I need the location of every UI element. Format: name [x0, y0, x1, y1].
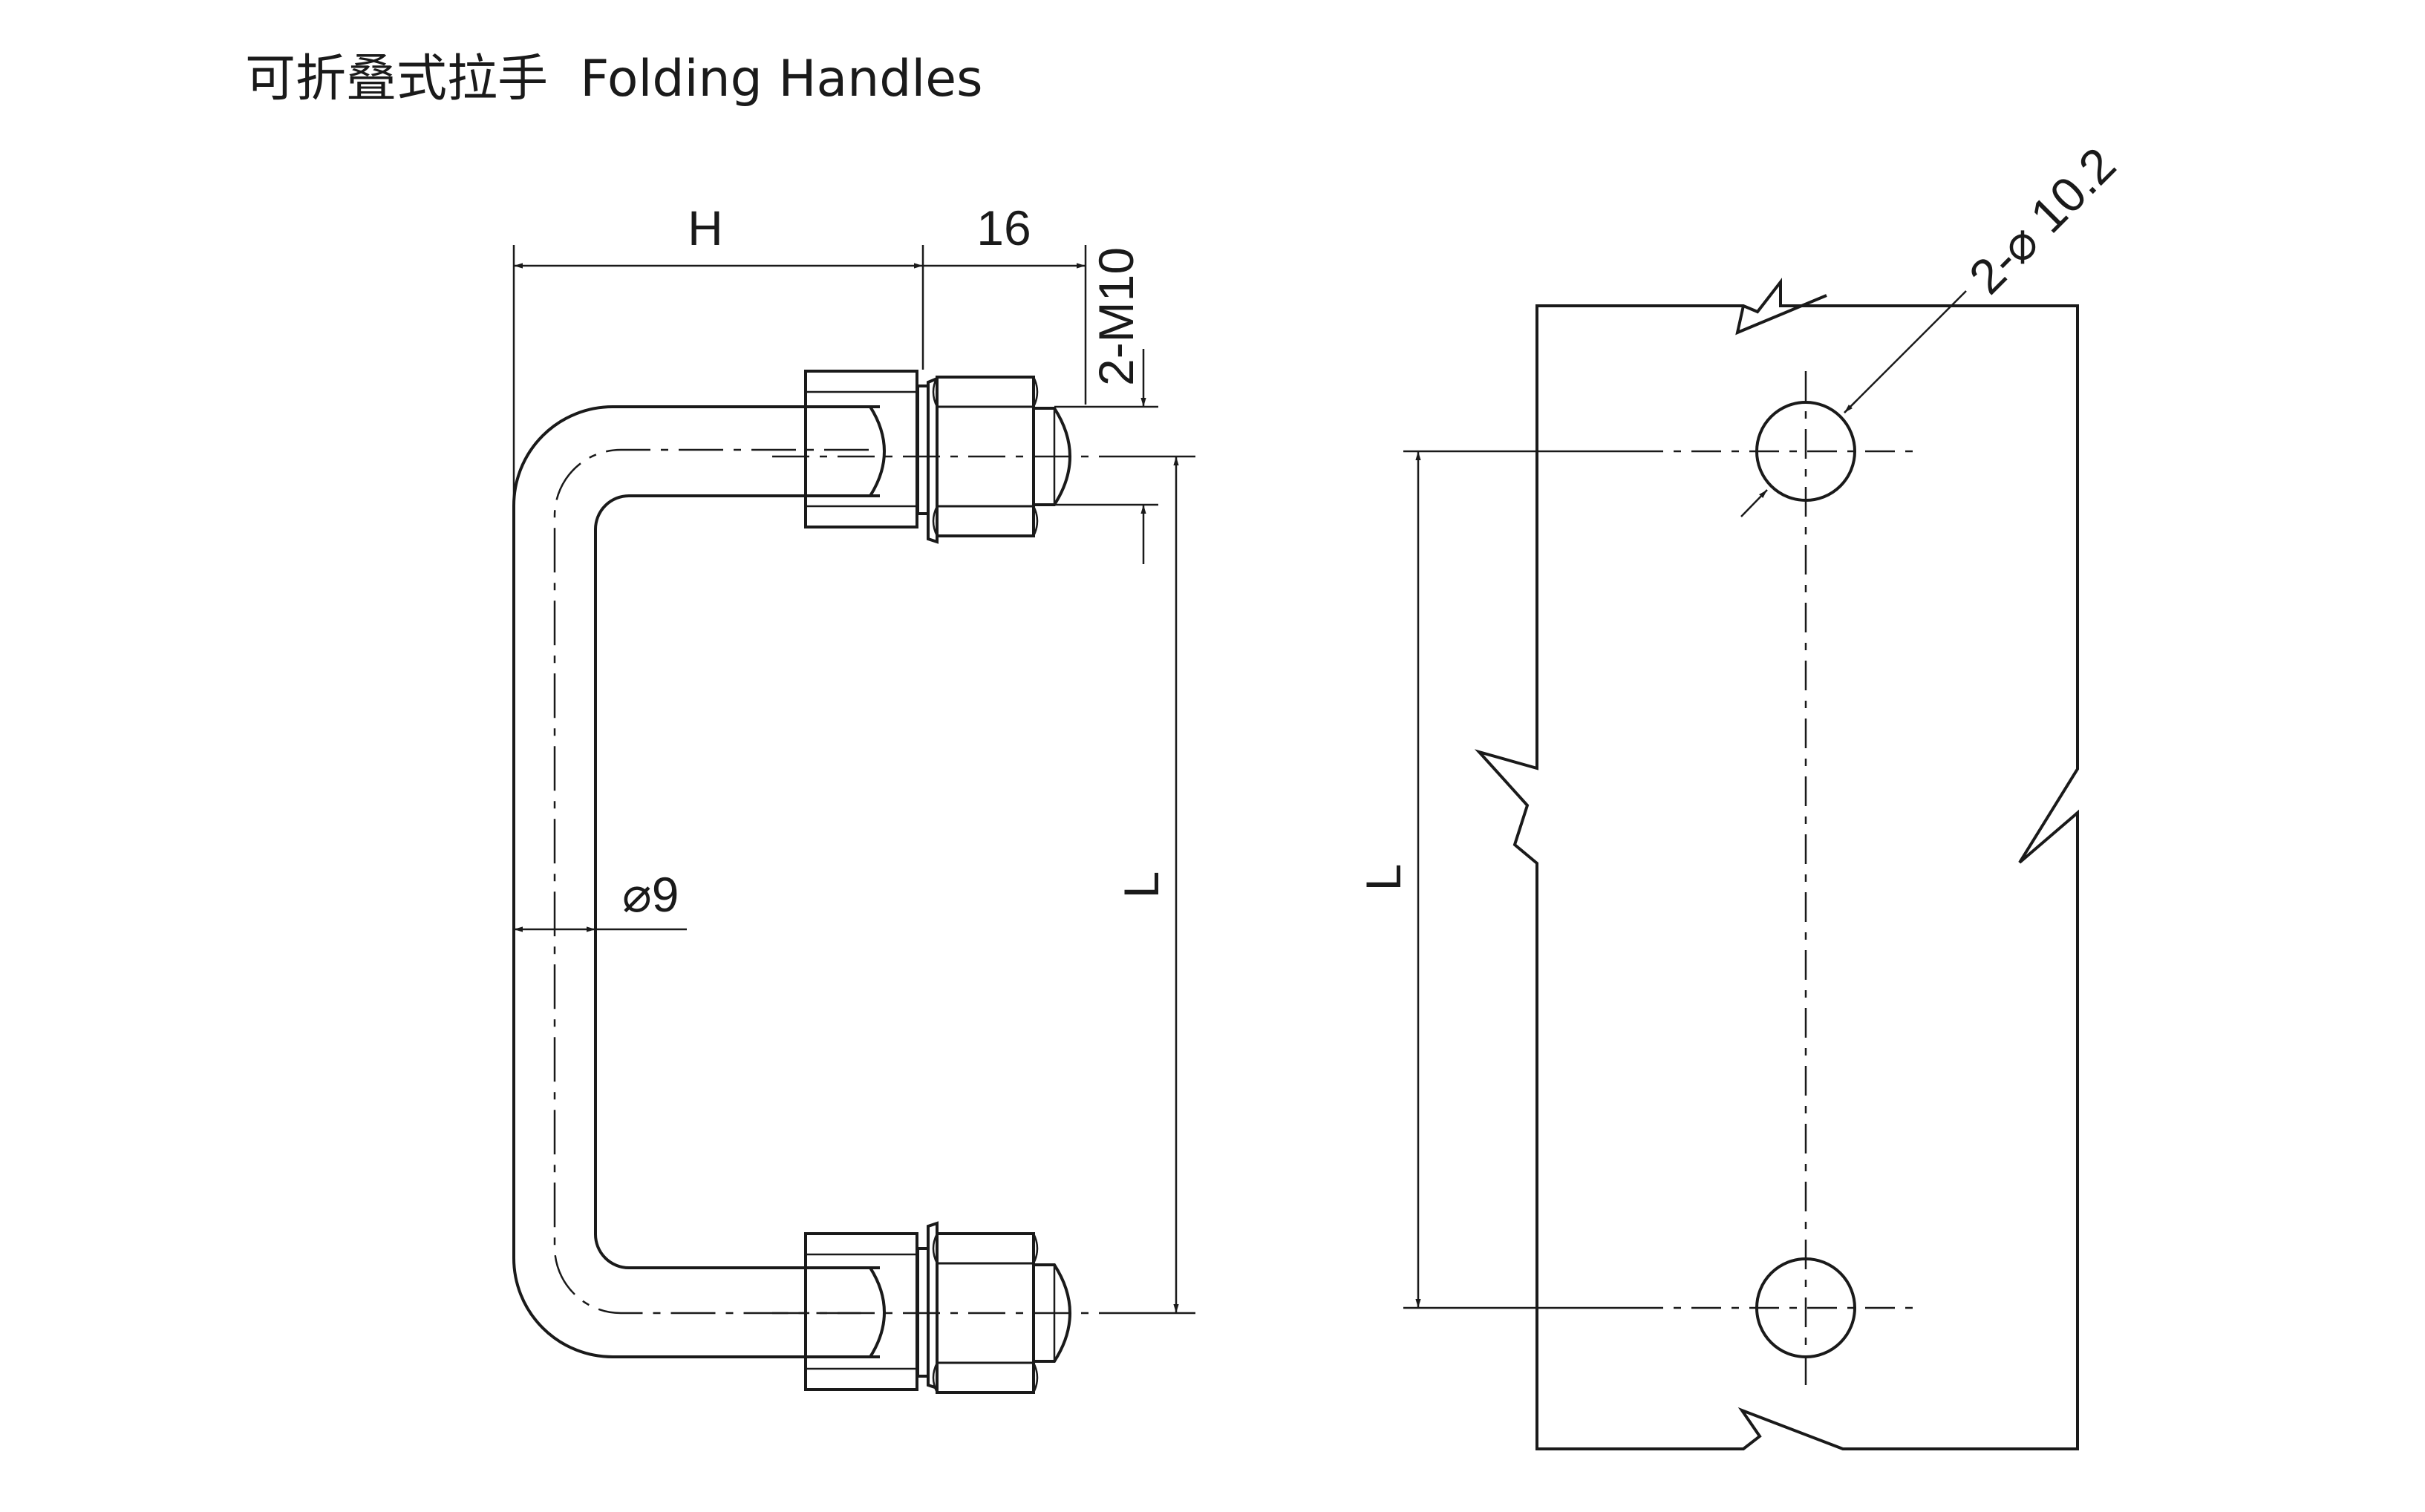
dimension-l-side	[1106, 455, 1195, 1315]
handle-rod-inner	[594, 494, 880, 1269]
dimension-h	[512, 245, 1087, 505]
plate-outline	[1474, 278, 2079, 1450]
dim-16-label: 16	[976, 200, 1031, 255]
dim-thread-label: 2-M10	[1089, 247, 1143, 386]
dimension-hole	[1740, 290, 1967, 517]
plate-view	[1403, 278, 2079, 1450]
handle-rod-outer	[512, 405, 880, 1358]
dim-hole-label: 2-⌀ 10.2	[1959, 137, 2127, 304]
handle-side-view	[512, 245, 1195, 1394]
dimension-l-plate	[1403, 450, 1633, 1309]
bottom-fixing-assembly	[772, 1221, 1106, 1394]
top-fixing-assembly	[772, 370, 1106, 544]
dim-h-label: H	[688, 200, 723, 255]
dim-l-plate-label: L	[1356, 864, 1411, 891]
page-title: 可折叠式拉手 Folding Handles	[245, 50, 983, 108]
dim-l-side-label: L	[1114, 871, 1169, 899]
handle-rod-centerline	[553, 448, 869, 1315]
dimension-thread	[1054, 349, 1158, 564]
dim-rod-label: ⌀9	[622, 867, 679, 922]
